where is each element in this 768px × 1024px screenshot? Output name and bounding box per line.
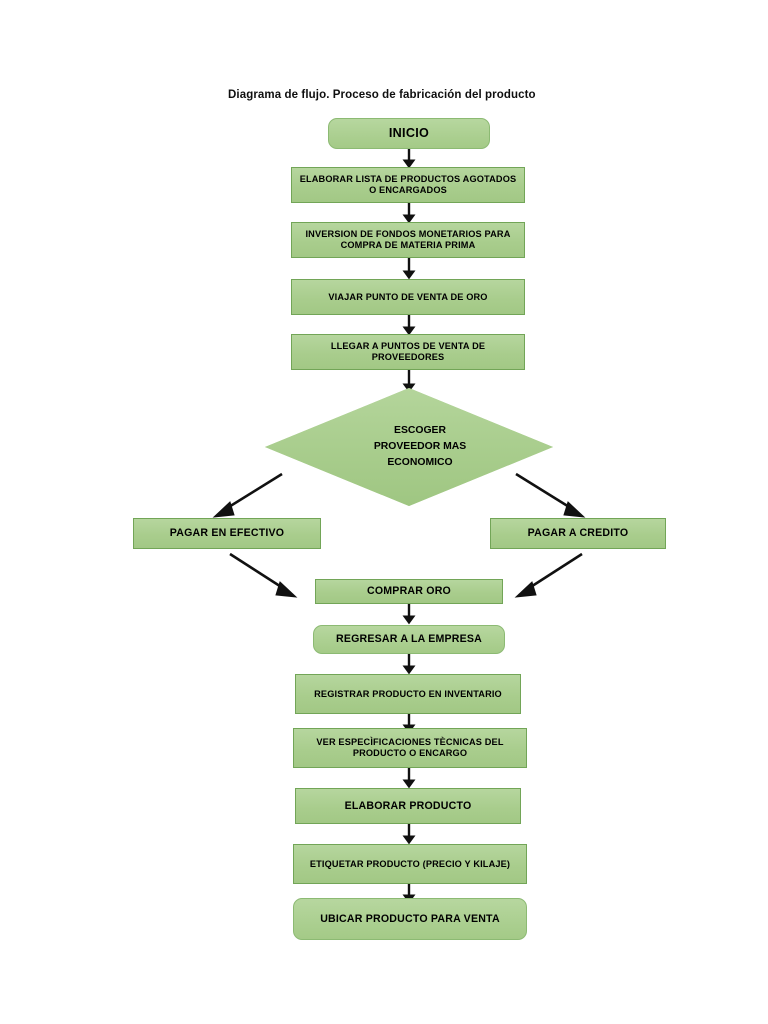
node-inicio[interactable]: INICIO xyxy=(328,118,490,149)
node-inversion-fondos-label: INVERSION DE FONDOS MONETARIOS PARA COMP… xyxy=(305,229,511,250)
node-inicio-label: INICIO xyxy=(388,126,430,141)
edge-escoger-to-credito xyxy=(515,472,586,518)
decision-line-1: ESCOGER xyxy=(394,424,446,436)
node-elaborar-producto[interactable]: ELABORAR PRODUCTO xyxy=(295,788,521,824)
edge-especificaciones-to-elaborar-producto xyxy=(402,768,416,789)
edge-inicio-to-elaborar-lista xyxy=(402,149,416,169)
node-llegar-puntos-venta[interactable]: LLEGAR A PUNTOS DE VENTA DE PROVEEDORES xyxy=(291,334,525,370)
node-pagar-credito-label: PAGAR A CREDITO xyxy=(527,527,629,540)
edge-comprar-oro-to-regresar xyxy=(402,604,416,625)
edge-regresar-to-registrar xyxy=(402,654,416,675)
node-ubicar-producto[interactable]: UBICAR PRODUCTO PARA VENTA xyxy=(293,898,527,940)
edge-efectivo-to-comprar-oro xyxy=(229,552,298,598)
node-ver-especificaciones[interactable]: VER ESPECÌFICACIONES TÈCNICAS DEL PRODUC… xyxy=(293,728,527,768)
edge-elaborar-producto-to-etiquetar xyxy=(402,824,416,845)
node-inversion-fondos[interactable]: INVERSION DE FONDOS MONETARIOS PARA COMP… xyxy=(291,222,525,258)
node-pagar-efectivo-label: PAGAR EN EFECTIVO xyxy=(169,527,285,540)
edge-escoger-to-efectivo xyxy=(212,472,283,518)
decision-line-2: PROVEEDOR MAS xyxy=(373,440,467,452)
page-title: Diagrama de flujo. Proceso de fabricació… xyxy=(228,89,536,101)
node-regresar-empresa-label: REGRESAR A LA EMPRESA xyxy=(335,633,483,646)
edge-credito-to-comprar-oro xyxy=(514,552,583,598)
node-viajar-punto-venta[interactable]: VIAJAR PUNTO DE VENTA DE ORO xyxy=(291,279,525,315)
node-escoger-proveedor-label: ESCOGER PROVEEDOR MAS ECONOMICO xyxy=(265,388,553,506)
node-comprar-oro[interactable]: COMPRAR ORO xyxy=(315,579,503,604)
edge-llegar-to-escoger xyxy=(402,370,416,393)
node-etiquetar-producto-label: ETIQUETAR PRODUCTO (PRECIO Y KILAJE) xyxy=(309,858,511,869)
node-elaborar-lista[interactable]: ELABORAR LISTA DE PRODUCTOS AGOTADOS O E… xyxy=(291,167,525,203)
node-registrar-producto[interactable]: REGISTRAR PRODUCTO EN INVENTARIO xyxy=(295,674,521,714)
node-regresar-empresa[interactable]: REGRESAR A LA EMPRESA xyxy=(313,625,505,654)
node-comprar-oro-label: COMPRAR ORO xyxy=(366,585,451,598)
edge-inversion-to-viajar xyxy=(402,258,416,280)
node-llegar-puntos-venta-label: LLEGAR A PUNTOS DE VENTA DE PROVEEDORES xyxy=(330,341,486,362)
node-escoger-proveedor[interactable]: ESCOGER PROVEEDOR MAS ECONOMICO xyxy=(265,388,553,506)
edge-viajar-to-llegar xyxy=(402,315,416,336)
node-registrar-producto-label: REGISTRAR PRODUCTO EN INVENTARIO xyxy=(314,688,502,699)
node-pagar-efectivo[interactable]: PAGAR EN EFECTIVO xyxy=(133,518,321,549)
node-ver-especificaciones-label: VER ESPECÌFICACIONES TÈCNICAS DEL PRODUC… xyxy=(316,737,504,758)
node-elaborar-lista-label: ELABORAR LISTA DE PRODUCTOS AGOTADOS O E… xyxy=(299,174,517,195)
node-viajar-punto-venta-label: VIAJAR PUNTO DE VENTA DE ORO xyxy=(328,291,488,302)
node-ubicar-producto-label: UBICAR PRODUCTO PARA VENTA xyxy=(320,912,500,925)
node-etiquetar-producto[interactable]: ETIQUETAR PRODUCTO (PRECIO Y KILAJE) xyxy=(293,844,527,884)
decision-line-3: ECONOMICO xyxy=(387,457,453,469)
node-pagar-credito[interactable]: PAGAR A CREDITO xyxy=(490,518,666,549)
node-elaborar-producto-label: ELABORAR PRODUCTO xyxy=(344,799,472,812)
edge-elaborar-lista-to-inversion xyxy=(402,203,416,224)
